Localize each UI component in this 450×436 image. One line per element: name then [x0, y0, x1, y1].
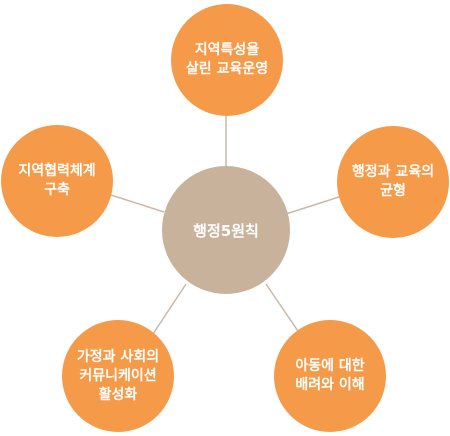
node-bottom-left-label: 가정과 사회의 커뮤니케이션 활성화: [76, 348, 160, 403]
center-node-label: 행정5원칙: [193, 221, 259, 240]
center-node: 행정5원칙: [162, 166, 290, 294]
connector-bottom-right: [265, 283, 301, 335]
node-top-label: 지역특성을 살린 교육운영: [185, 42, 269, 77]
node-bottom-left: 가정과 사회의 커뮤니케이션 활성화: [62, 320, 174, 432]
node-right: 행정과 교육의 균형: [337, 126, 449, 238]
node-left: 지역협력체계 구축: [1, 125, 113, 237]
node-top: 지역특성을 살린 교육운영: [171, 4, 283, 116]
connector-left: [107, 193, 165, 213]
node-left-label: 지역협력체계 구축: [18, 163, 96, 198]
connector-right: [285, 195, 343, 215]
connector-bottom-left: [152, 283, 187, 335]
node-bottom-right: 아동에 대한 배려와 이해: [274, 320, 386, 432]
node-bottom-right-label: 아동에 대한 배려와 이해: [295, 358, 365, 393]
node-right-label: 행정과 교육의 균형: [351, 164, 435, 199]
